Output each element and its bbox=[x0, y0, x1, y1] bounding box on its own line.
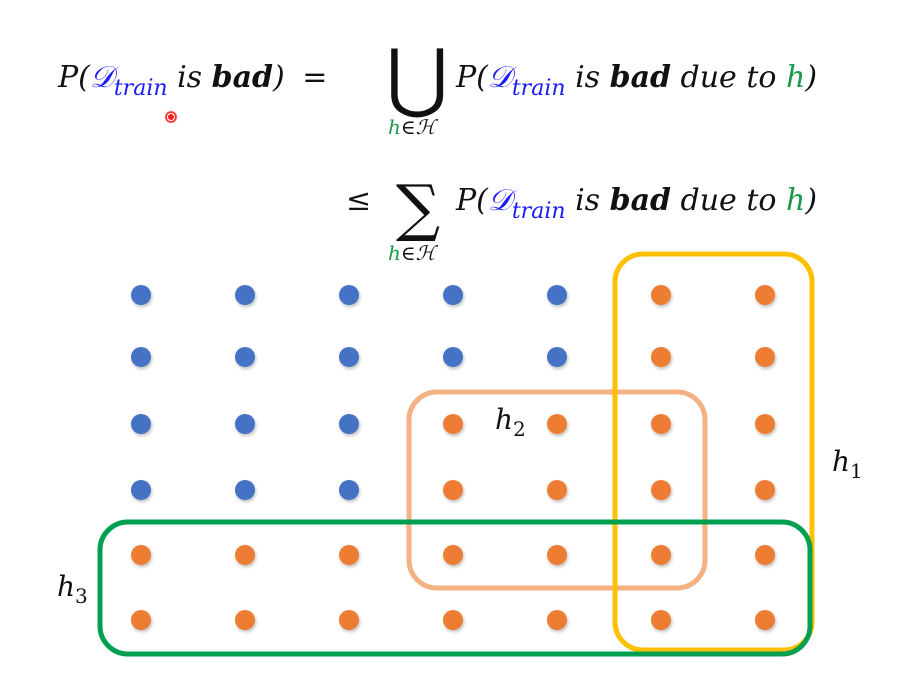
formula-line-1: P(𝒟train is bad) = bbox=[58, 60, 335, 101]
rhs-close-paren: ) bbox=[805, 60, 818, 95]
good-data-dot bbox=[547, 285, 567, 305]
sum-sub-set: ∈ℋ bbox=[400, 241, 436, 265]
union-operator-icon: ⋃ bbox=[386, 32, 449, 121]
bad-data-dot bbox=[651, 347, 671, 367]
good-data-dot bbox=[235, 347, 255, 367]
bad-data-dot bbox=[755, 610, 775, 630]
bad-data-dot bbox=[339, 610, 359, 630]
sum-operator-icon: ∑ bbox=[395, 171, 441, 244]
l2-p-open: P( bbox=[456, 183, 488, 218]
good-data-dot bbox=[339, 414, 359, 434]
bad-data-dot bbox=[755, 347, 775, 367]
lhs-p-open: P( bbox=[58, 60, 90, 95]
l2-due-to-text: due to bbox=[671, 183, 787, 218]
sum-sub-h: h bbox=[388, 241, 401, 265]
bad-data-dot bbox=[755, 545, 775, 565]
good-data-dot bbox=[235, 414, 255, 434]
lhs-train-subscript: train bbox=[113, 76, 168, 101]
bad-data-dot bbox=[651, 480, 671, 500]
rhs-train-subscript: train bbox=[511, 76, 566, 101]
rhs-is-text: is bbox=[565, 60, 610, 95]
rhs-due-to-text: due to bbox=[671, 60, 787, 95]
good-data-dot bbox=[235, 480, 255, 500]
lhs-is-text: is bbox=[167, 60, 212, 95]
label-h1-sub: 1 bbox=[850, 459, 863, 483]
label-h2-base: h bbox=[495, 403, 514, 436]
lhs-bad-text: bad bbox=[211, 60, 273, 95]
rhs-bad-text: bad bbox=[609, 60, 671, 95]
label-h3-sub: 3 bbox=[75, 584, 88, 608]
dot-grid bbox=[131, 285, 775, 630]
rhs-d-symbol: 𝒟 bbox=[487, 60, 512, 95]
good-data-dot bbox=[131, 347, 151, 367]
bad-data-dot bbox=[547, 414, 567, 434]
hypothesis-box-h1 bbox=[612, 251, 815, 653]
l2-d-symbol: 𝒟 bbox=[487, 183, 512, 218]
union-sub-h: h bbox=[388, 115, 401, 139]
union-sub-set: ∈ℋ bbox=[400, 115, 436, 139]
union-subscript: h∈ℋ bbox=[388, 115, 435, 139]
bad-data-dot bbox=[547, 610, 567, 630]
l2-h-symbol: h bbox=[786, 183, 806, 218]
bad-data-dot bbox=[131, 610, 151, 630]
bad-data-dot bbox=[651, 545, 671, 565]
good-data-dot bbox=[443, 347, 463, 367]
good-data-dot bbox=[131, 285, 151, 305]
hypothesis-boxes bbox=[97, 251, 815, 657]
sum-subscript: h∈ℋ bbox=[388, 241, 435, 265]
bad-data-dot bbox=[755, 285, 775, 305]
hypothesis-box-h3 bbox=[97, 519, 813, 657]
l2-bad-text: bad bbox=[609, 183, 671, 218]
good-data-dot bbox=[339, 347, 359, 367]
hypothesis-box-h2 bbox=[406, 389, 708, 591]
formula-line-2-rhs: P(𝒟train is bad due to h) bbox=[456, 183, 818, 224]
bad-data-dot bbox=[443, 414, 463, 434]
bad-data-dot bbox=[339, 545, 359, 565]
l2-train-subscript: train bbox=[511, 199, 566, 224]
bad-data-dot bbox=[443, 545, 463, 565]
bad-data-dot bbox=[547, 480, 567, 500]
l2-close-paren: ) bbox=[805, 183, 818, 218]
good-data-dot bbox=[443, 285, 463, 305]
good-data-dot bbox=[131, 414, 151, 434]
lhs-d-symbol: 𝒟 bbox=[89, 60, 114, 95]
bad-data-dot bbox=[547, 545, 567, 565]
good-data-dot bbox=[339, 480, 359, 500]
label-h1-base: h bbox=[832, 445, 851, 478]
bad-data-dot bbox=[443, 610, 463, 630]
label-h2: h2 bbox=[495, 403, 526, 441]
bad-data-dot bbox=[651, 610, 671, 630]
label-h1: h1 bbox=[832, 445, 863, 483]
good-data-dot bbox=[339, 285, 359, 305]
formula-line-1-rhs: P(𝒟train is bad due to h) bbox=[456, 60, 818, 101]
leq-sign: ≤ bbox=[346, 183, 371, 218]
pointer-cursor-icon bbox=[164, 110, 178, 124]
bad-data-dot bbox=[235, 610, 255, 630]
good-data-dot bbox=[547, 347, 567, 367]
bad-data-dot bbox=[651, 414, 671, 434]
label-h3-base: h bbox=[57, 570, 76, 603]
label-h3: h3 bbox=[57, 570, 88, 608]
good-data-dot bbox=[235, 285, 255, 305]
lhs-close-paren: ) bbox=[273, 60, 285, 95]
bad-data-dot bbox=[755, 480, 775, 500]
bad-data-dot bbox=[755, 414, 775, 434]
equals-sign: = bbox=[302, 60, 328, 95]
good-data-dot bbox=[131, 480, 151, 500]
rhs-h-symbol: h bbox=[786, 60, 806, 95]
bad-data-dot bbox=[131, 545, 151, 565]
bad-data-dot bbox=[443, 480, 463, 500]
bad-data-dot bbox=[651, 285, 671, 305]
bad-data-dot bbox=[235, 545, 255, 565]
rhs-p-open: P( bbox=[456, 60, 488, 95]
label-h2-sub: 2 bbox=[513, 417, 526, 441]
l2-is-text: is bbox=[565, 183, 610, 218]
leq-symbol: ≤ bbox=[346, 183, 372, 218]
